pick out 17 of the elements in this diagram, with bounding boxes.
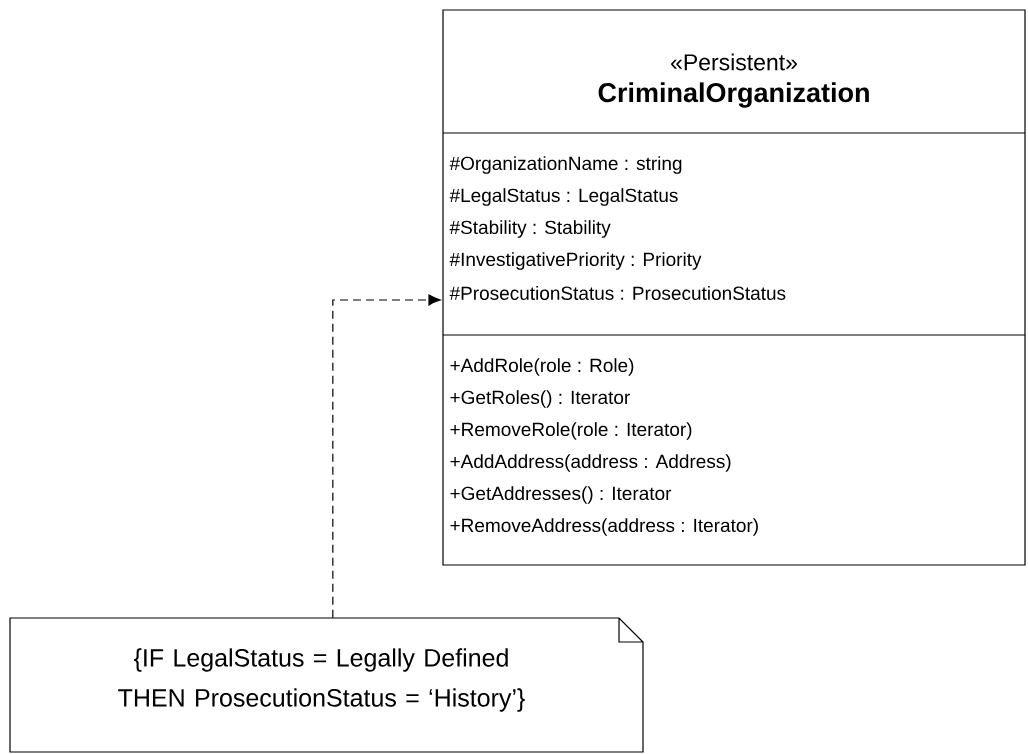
operation-text: +AddAddress(address : Address) <box>450 454 731 472</box>
attribute-text: #InvestigativePriority : Priority <box>449 252 702 270</box>
operation-text: +GetRoles() : Iterator <box>450 390 630 408</box>
operation-text: +RemoveAddress(address : Iterator) <box>450 518 758 536</box>
attribute-text: #LegalStatus : LegalStatus <box>449 188 678 206</box>
attribute-text: #Stability : Stability <box>449 220 611 238</box>
stereotype-label: «Persistent» <box>671 53 797 71</box>
class-box <box>442 9 1026 566</box>
operation-text: +RemoveRole(role : Iterator) <box>450 422 692 440</box>
attribute-text: #OrganizationName : string <box>449 156 682 174</box>
class-name: CriminalOrganization <box>598 82 869 108</box>
dependency-arrow <box>332 294 441 619</box>
operation-text: +GetAddresses() : Iterator <box>450 486 672 504</box>
attribute-text: #ProsecutionStatus : ProsecutionStatus <box>449 286 786 300</box>
constraint-text: {IF LegalStatus = Legally Defined THEN ProsecutionStatus = ‘History’} <box>118 648 525 712</box>
operation-text: +AddRole(role : Role) <box>450 358 634 376</box>
note-box <box>9 617 644 753</box>
